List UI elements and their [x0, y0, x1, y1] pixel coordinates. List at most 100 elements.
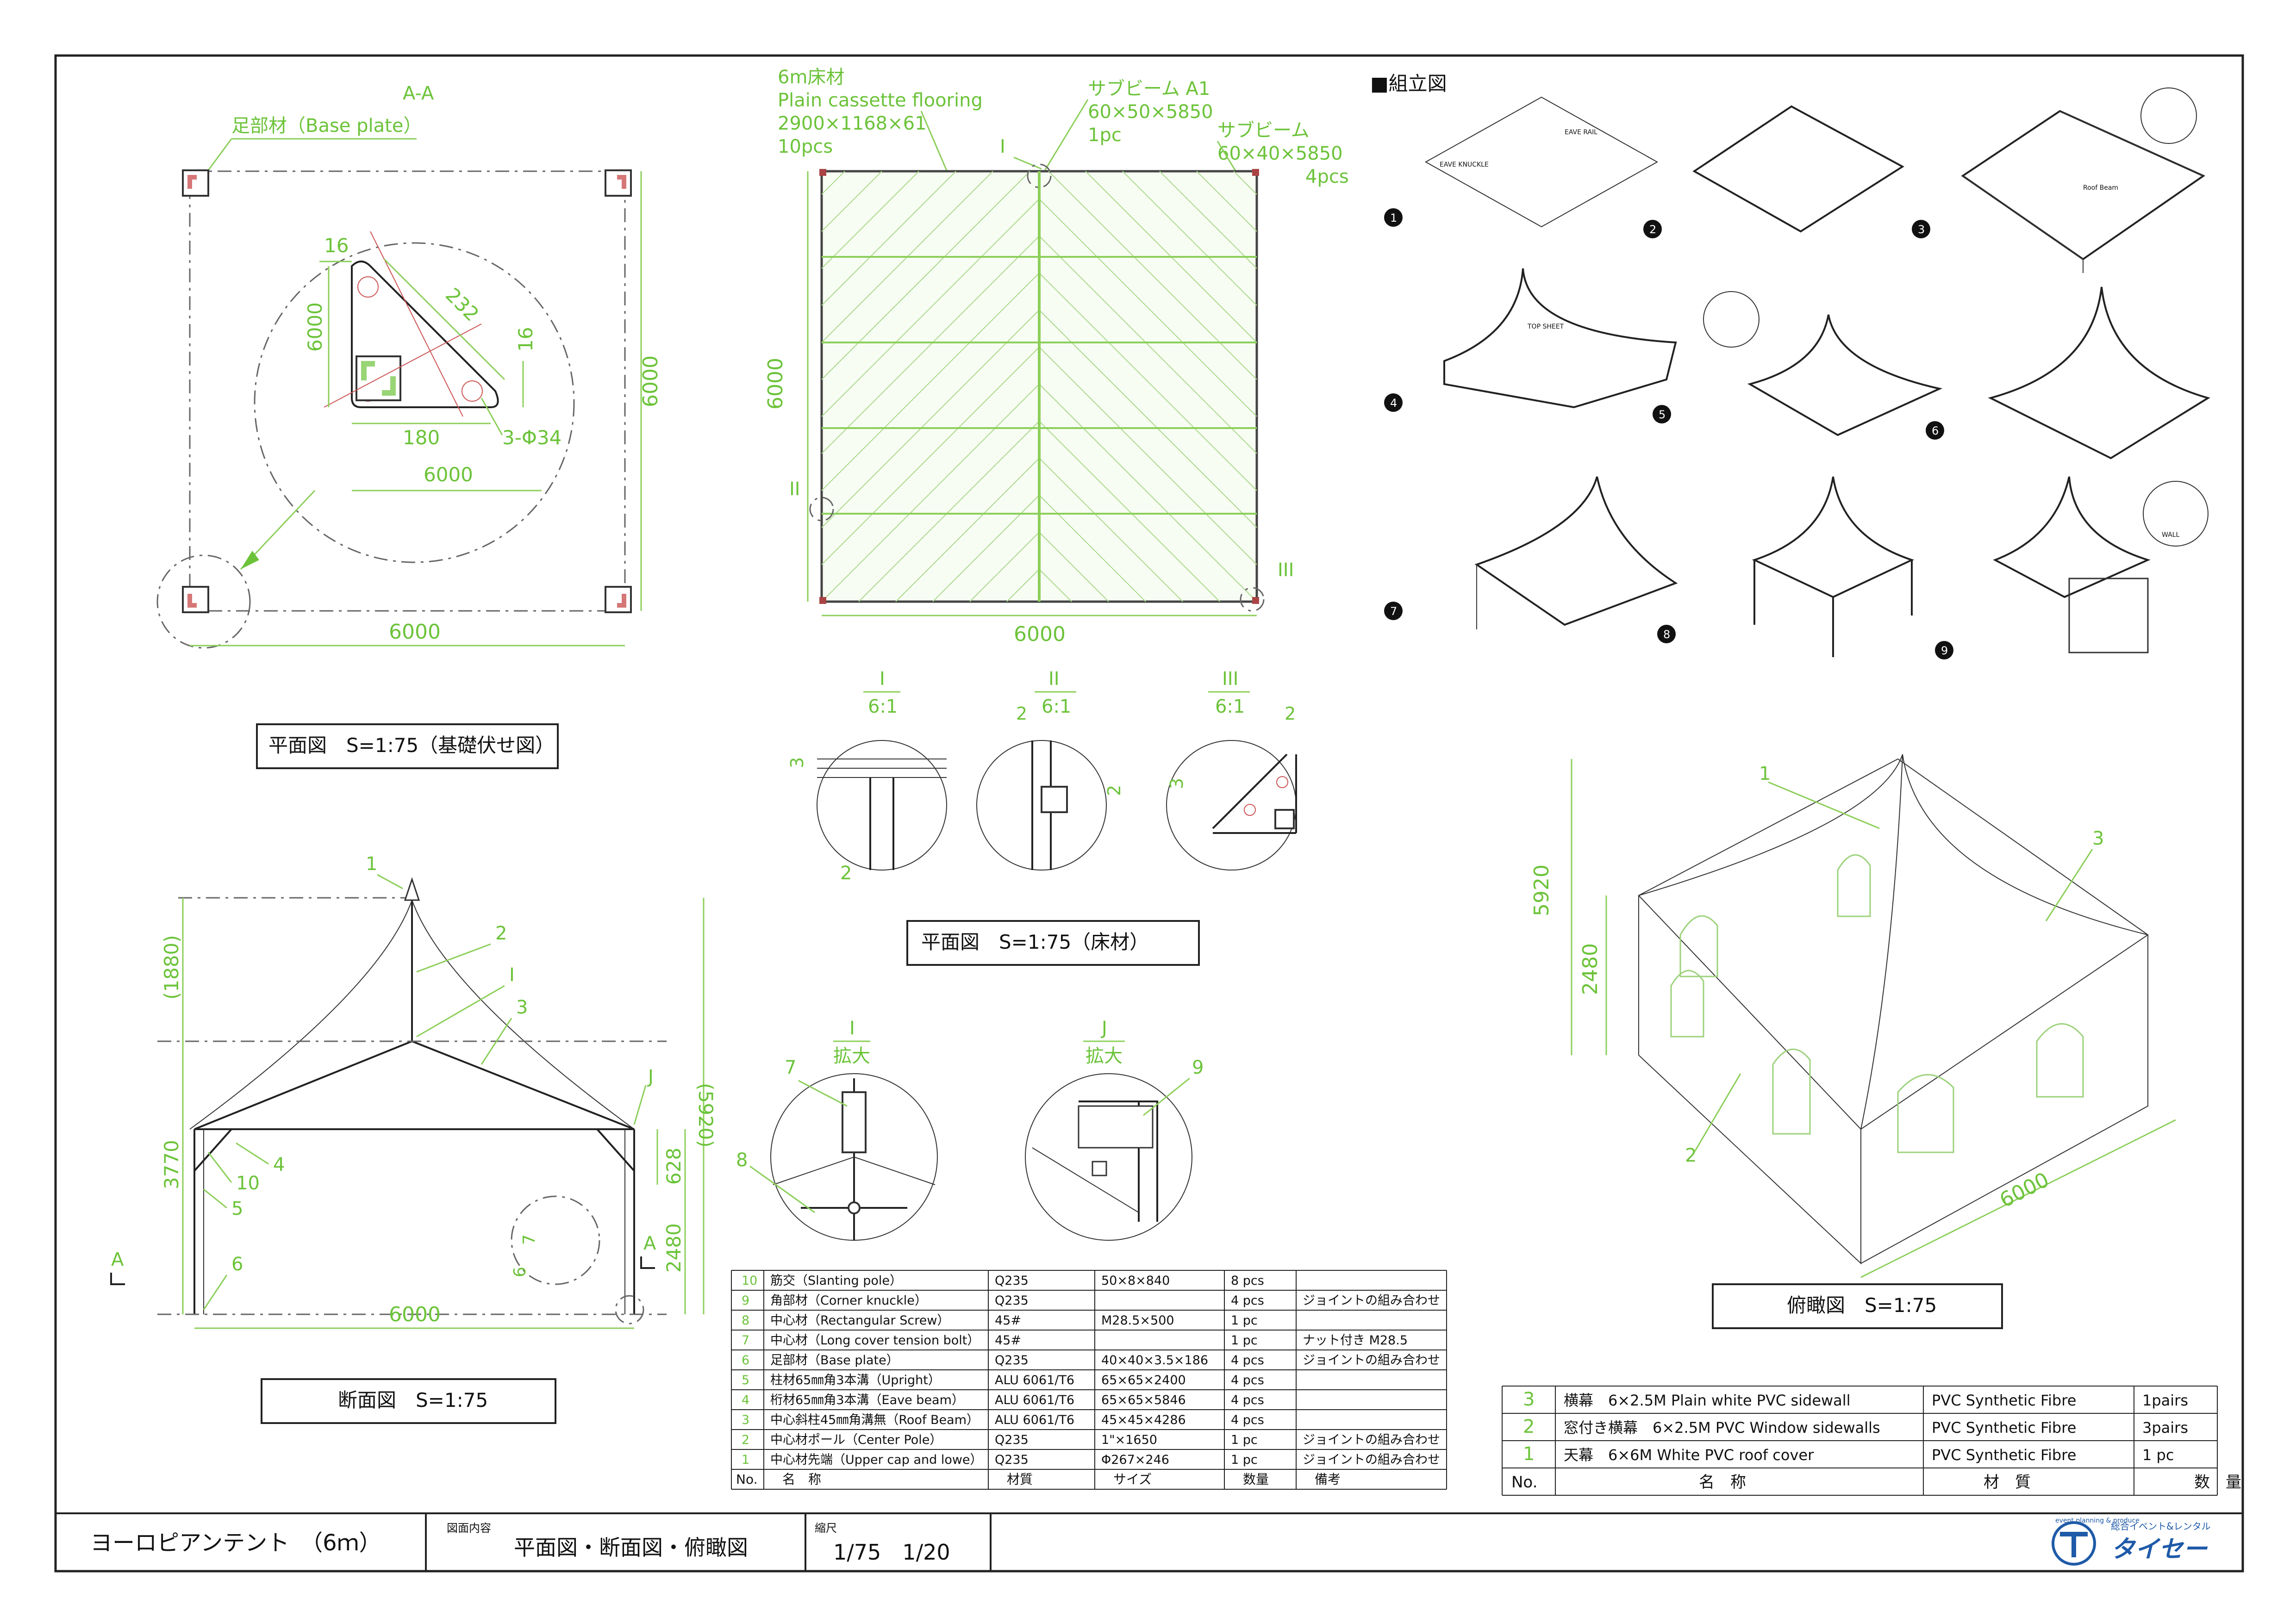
section-mark-a-left: A: [111, 1249, 124, 1270]
section-n6: 6: [231, 1254, 243, 1275]
company-small: 総合イベント&レンタル: [2111, 1521, 2211, 1532]
cover-table-header: 名 称: [1699, 1473, 1746, 1492]
parts-table-header: No.: [736, 1472, 757, 1487]
parts-table-cell: M28.5×500: [1101, 1313, 1174, 1328]
base-plate-corner: [182, 169, 632, 613]
base-plate-label: 足部材（Base plate）: [231, 115, 422, 137]
parts-table-cell: 足部材（Base plate）: [770, 1353, 899, 1368]
cover-table-cell: 横幕 6×2.5M Plain white PVC sidewall: [1564, 1392, 1851, 1409]
flooring-label-4: 10pcs: [778, 136, 833, 157]
cover-table-cell: PVC Synthetic Fibre: [1932, 1446, 2076, 1464]
enlarge-j-mark: J: [1100, 1018, 1107, 1039]
subbeam-label-3: 4pcs: [1305, 166, 1349, 187]
parts-table-cell: ジョイントの組み合わせ: [1303, 1353, 1440, 1368]
enlarge-n8: 8: [736, 1150, 748, 1171]
iso-n1: 1: [1759, 763, 1771, 784]
cover-table-cell: 3: [1523, 1389, 1535, 1410]
dim-16-top: 16: [324, 234, 349, 257]
enlarged-details: I 拡大 7 8 J 拡大 9: [736, 1018, 1204, 1241]
company-name: タイセー: [2111, 1536, 2208, 1563]
label-eave-knuckle: EAVE KNUCKLE: [1440, 161, 1489, 168]
iso-dim-2480: 2480: [1578, 943, 1602, 995]
subbeam-a1-label-1: サブビーム A1: [1088, 78, 1210, 99]
label-roof-beam: Roof Beam: [2083, 184, 2118, 192]
section-view: 1 2 I 3 J 4 10 5 6 (1880: [110, 853, 717, 1424]
enlarge-j-label: 拡大: [1086, 1045, 1123, 1067]
iso-dim-6000: 6000: [1996, 1168, 2053, 1213]
logo-text: event planning & produce: [2055, 1517, 2140, 1524]
flooring-hatch: [821, 171, 1257, 602]
parts-table-cell: 7: [742, 1333, 749, 1348]
floor-dim-bottom: 6000: [1014, 622, 1066, 646]
floor-mark-iii: III: [1278, 560, 1294, 581]
parts-table-cell: 45×45×4286: [1101, 1413, 1186, 1427]
parts-table-header: 数量: [1243, 1472, 1269, 1487]
company-logo: event planning & produce 総合イベント&レンタル タイセ…: [2052, 1517, 2211, 1566]
assembly-diagram: ■組立図 EAVE KNUCKLE EAVE RAIL 1 2 Roof Bea…: [1370, 72, 2210, 659]
detail-i-dim-b: 2: [840, 863, 852, 884]
iso-caption: 俯瞰図 S=1:75: [1787, 1294, 1937, 1317]
dim-6000-bottom: 6000: [389, 620, 441, 644]
product-name: ヨーロピアンテント （6ｍ）: [90, 1530, 381, 1556]
enlarge-n7: 7: [785, 1057, 796, 1078]
cover-table-cell: PVC Synthetic Fibre: [1932, 1419, 2076, 1436]
detail-views: I 6:1 3 2 II 6:1 2 2 III 6:1 2 3 平面図 S=1…: [787, 668, 1297, 966]
parts-table-header: 備考: [1315, 1472, 1341, 1487]
step-8-number: 8: [1663, 628, 1670, 641]
section-n5: 5: [231, 1198, 243, 1219]
detail-ii-scale: 6:1: [1042, 696, 1071, 717]
parts-table-cell: 8: [742, 1313, 749, 1328]
subbeam-a1-label-2: 60×50×5850: [1088, 101, 1213, 123]
detail-iii-scale: 6:1: [1215, 696, 1245, 717]
content-label: 図面内容: [447, 1522, 491, 1535]
parts-table-cell: 4 pcs: [1231, 1353, 1264, 1368]
cover-table-header: No.: [1511, 1473, 1537, 1492]
step-badge-6: [1926, 421, 1944, 440]
detail-ii-dim-b: 2: [1104, 785, 1124, 796]
parts-table-cell: 65×65×2400: [1101, 1373, 1186, 1387]
floor-plan-caption: 平面図 S=1:75（床材）: [921, 931, 1149, 953]
iso-n2: 2: [1685, 1145, 1697, 1166]
section-dim-1880: (1880): [160, 935, 183, 1000]
parts-table-cell: 桁材65㎜角3本溝（Eave beam）: [770, 1393, 964, 1407]
floor-dim-left: 6000: [764, 358, 787, 410]
dim-6000-right: 6000: [639, 355, 662, 407]
subbeam-label-1: サブビーム: [1217, 120, 1310, 141]
parts-table-header: サイズ: [1113, 1472, 1152, 1487]
step-badge-3: [1912, 220, 1930, 238]
parts-table-cell: 1 pc: [1231, 1333, 1258, 1348]
isometric-view: 5920 2480 6000 1 3 2 俯瞰図 S=1:75: [1530, 754, 2176, 1329]
parts-table-cell: 1 pc: [1231, 1433, 1258, 1447]
parts-table-cell: 8 pcs: [1231, 1274, 1264, 1288]
section-dim-6000: 6000: [389, 1303, 441, 1326]
base-plan-view: A-A 足部材（Base plate） 16 6000 2: [156, 83, 662, 769]
parts-table-cell: 角部材（Corner knuckle）: [770, 1293, 927, 1308]
parts-table-cell: ナット付き M28.5: [1303, 1333, 1408, 1348]
parts-table-cell: Q235: [995, 1433, 1029, 1447]
cover-table-cell: 天幕 6×6M White PVC roof cover: [1564, 1446, 1814, 1464]
floor-mark-i: I: [1000, 136, 1005, 157]
cover-table-cell: 窓付き横幕 6×2.5M PVC Window sidewalls: [1564, 1419, 1880, 1436]
base-plan-caption: 平面図 S=1:75（基礎伏せ図）: [268, 734, 555, 757]
detail-i-dim-a: 3: [787, 757, 807, 768]
flooring-label-3: 2900×1168×61: [778, 113, 927, 134]
section-caption: 断面図 S=1:75: [338, 1389, 488, 1412]
cover-table-cell: 1pairs: [2142, 1392, 2188, 1409]
iso-dim-5920: 5920: [1530, 864, 1554, 916]
step-badge-4: [1384, 393, 1403, 412]
parts-table-cell: 中心材先端（Upper cap and lowe）: [770, 1453, 983, 1467]
step-badge-1: [1384, 208, 1403, 227]
parts-table-cell: Q235: [995, 1353, 1029, 1368]
flooring-label-1: 6m床材: [778, 67, 844, 88]
detail-i-mark: I: [880, 668, 885, 690]
section-n3: 3: [516, 997, 528, 1018]
iso-n3: 3: [2092, 828, 2104, 849]
parts-table-cell: 筋交（Slanting pole）: [770, 1274, 902, 1288]
step-4-number: 4: [1390, 397, 1397, 410]
step-badge-9: [1935, 641, 1953, 659]
dim-16-right: 16: [514, 327, 537, 352]
detail-ii-mark: II: [1048, 668, 1060, 690]
parts-table-cell: 45#: [995, 1333, 1021, 1348]
